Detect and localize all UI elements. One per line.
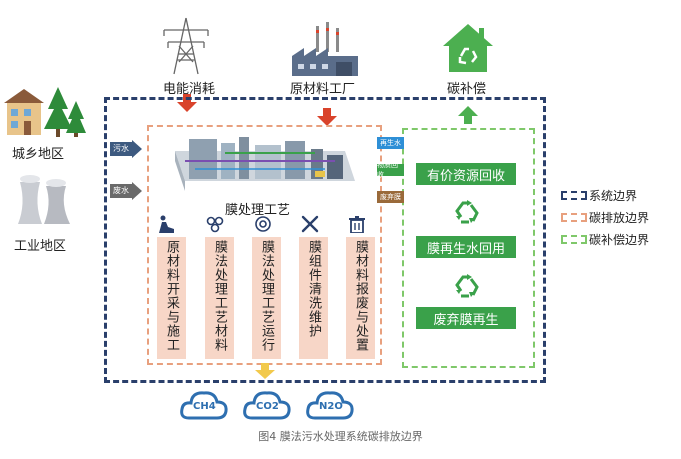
recycle-icon-1 <box>455 200 479 224</box>
recycled-water-tag: 再生水 <box>377 137 404 149</box>
legend-swatch <box>561 190 587 200</box>
ch4-cloud: CH4 <box>179 386 229 420</box>
recycle-house-icon <box>443 24 493 72</box>
cooling-tower-icon <box>18 175 70 224</box>
down-arrow-factory-icon <box>317 108 337 126</box>
process-title: 膜处理工艺 <box>225 203 291 218</box>
step-column-3: 膜法处理工艺运行 <box>252 237 281 359</box>
step-column-5: 膜材料报废与处置 <box>346 237 375 359</box>
sewage-label: 污水 <box>113 144 129 153</box>
industrial-label: 工业地区 <box>14 239 67 254</box>
down-arrow-electricity-icon <box>177 94 197 112</box>
step-column-1: 原材料开采与施工 <box>157 237 186 359</box>
power-tower-icon <box>163 17 209 75</box>
legend-offset-boundary: 碳补偿边界 <box>561 231 649 247</box>
electricity-label: 电能消耗 <box>163 82 216 97</box>
step-label-4: 膜组件清洗维护 <box>306 240 321 338</box>
legend-swatch <box>561 234 587 244</box>
wastewater-input-arrow: 废水 <box>110 182 142 200</box>
co2-label: CO2 <box>256 401 279 412</box>
step-column-2: 膜法处理工艺材料 <box>205 237 234 359</box>
trash-icon <box>349 216 365 233</box>
cloud-icon <box>180 391 228 420</box>
legend-label: 碳排放边界 <box>589 210 650 225</box>
system-boundary <box>104 97 546 383</box>
legend-emission-boundary: 碳排放边界 <box>561 209 649 225</box>
ch4-label: CH4 <box>193 401 216 412</box>
raw-material-factory-label: 原材料工厂 <box>290 82 356 97</box>
co2-cloud: CO2 <box>242 386 292 420</box>
n2o-label: N2O <box>319 401 343 412</box>
gear-cycle-icon <box>255 216 271 232</box>
molecule-icon <box>206 216 224 233</box>
urban-rural-label: 城乡地区 <box>12 147 65 162</box>
wastewater-label: 废水 <box>113 186 129 195</box>
cloud-icon <box>243 391 291 420</box>
houses-trees-icon <box>4 87 86 137</box>
recycle-icon-2 <box>455 274 479 298</box>
step-label-1: 原材料开采与施工 <box>164 240 179 352</box>
n2o-cloud: N2O <box>305 386 355 420</box>
step-label-5: 膜材料报废与处置 <box>353 240 368 352</box>
legend-label: 碳补偿边界 <box>589 232 650 247</box>
discarded-membrane-tag: 废弃膜 <box>377 191 404 203</box>
figure-caption: 图4 膜法污水处理系统碳排放边界 <box>258 430 423 443</box>
legend-system-boundary: 系统边界 <box>561 187 637 203</box>
legend-label: 系统边界 <box>589 188 638 203</box>
legend-swatch <box>561 212 587 222</box>
step-label-2: 膜法处理工艺材料 <box>212 240 227 352</box>
offset-item-3: 废弃膜再生 <box>416 307 516 329</box>
offset-item-1: 有价资源回收 <box>416 163 516 185</box>
offset-item-2: 膜再生水回用 <box>416 236 516 258</box>
step-column-4: 膜组件清洗维护 <box>299 237 328 359</box>
excavation-worker-icon <box>159 215 174 233</box>
factory-icon <box>292 22 358 76</box>
tools-icon <box>301 215 319 233</box>
up-arrow-offset-icon <box>458 106 478 124</box>
down-arrow-emission-icon <box>255 363 275 379</box>
cloud-icon <box>306 391 354 420</box>
sewage-input-arrow: 污水 <box>110 140 142 158</box>
carbon-offset-label: 碳补偿 <box>447 82 487 97</box>
membrane-plant-illustration <box>175 137 355 191</box>
step-label-3: 膜法处理工艺运行 <box>259 240 274 352</box>
material-recovery-tag: 物质回收 <box>377 161 404 179</box>
